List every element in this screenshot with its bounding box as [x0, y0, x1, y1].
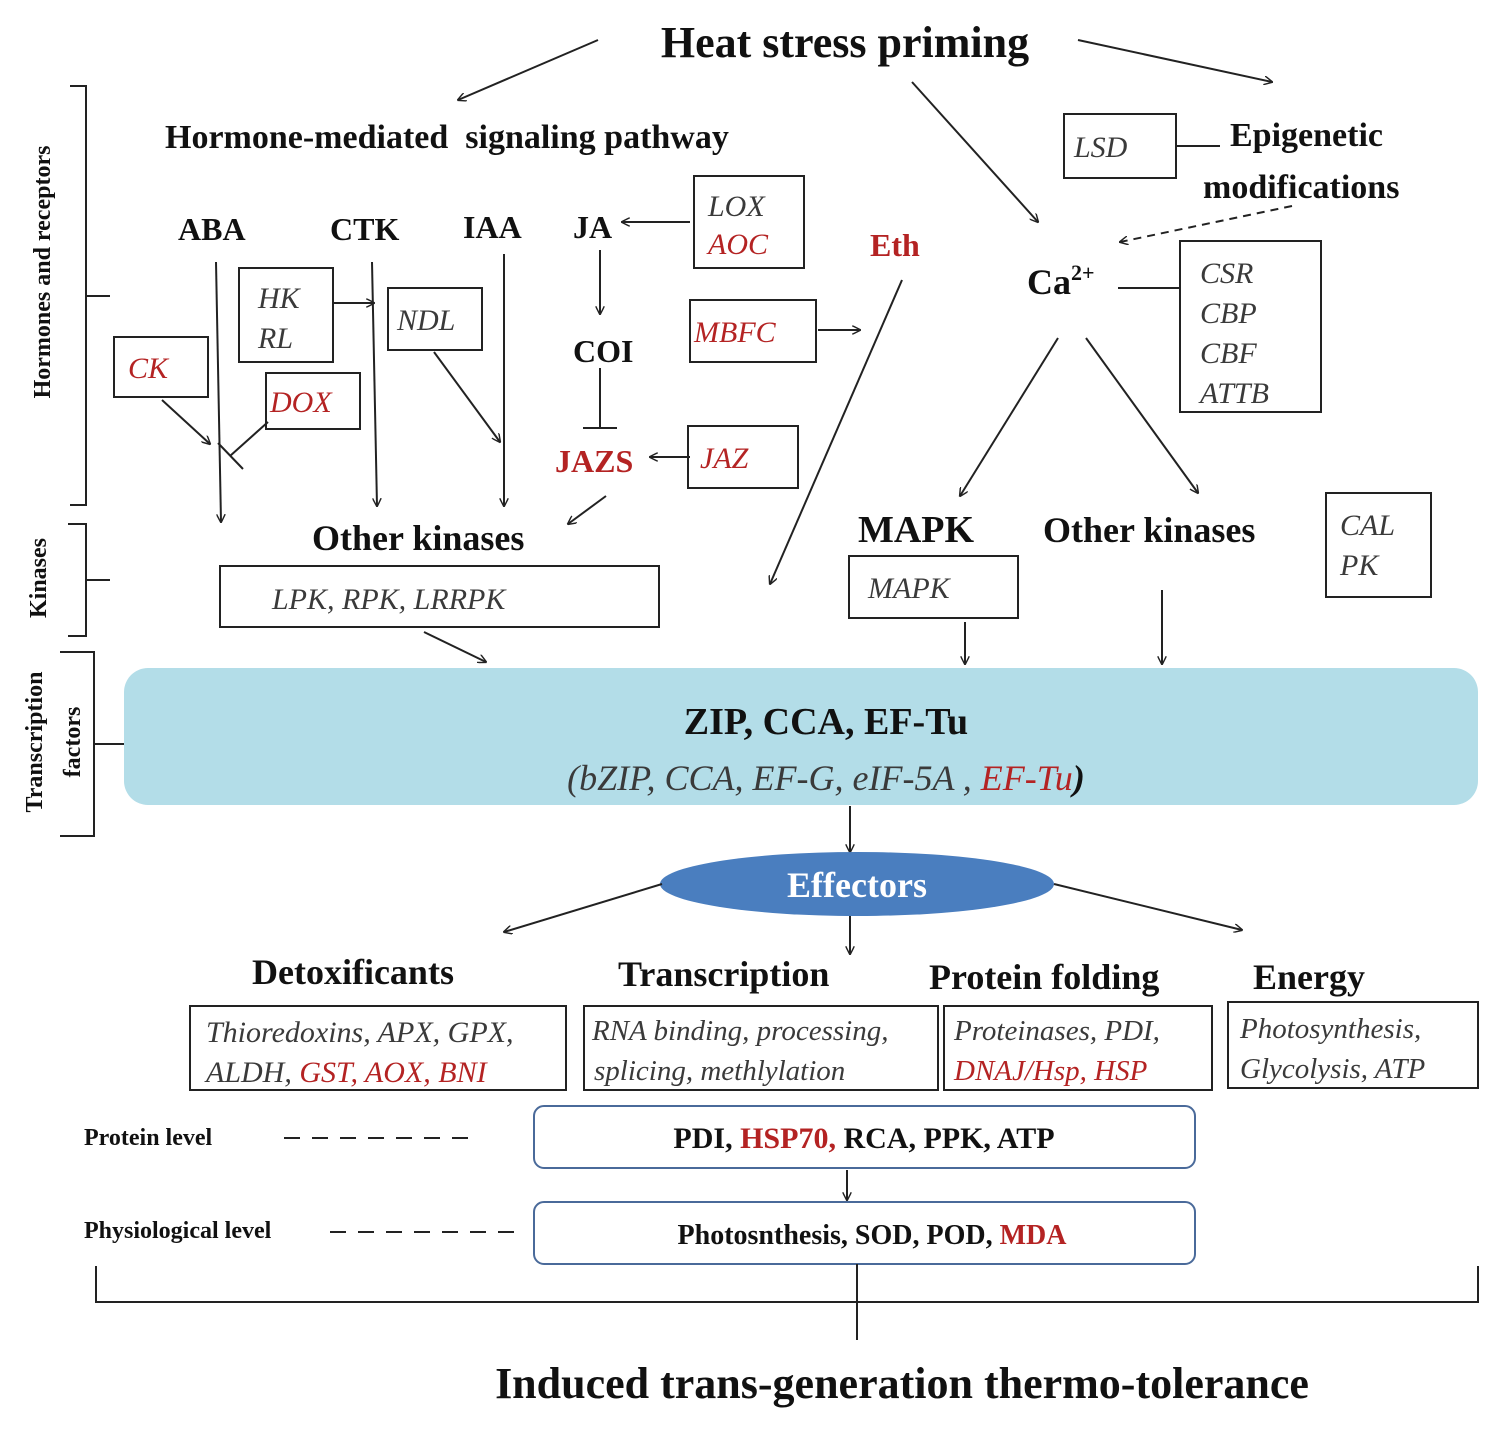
- epigenetic-heading-line2: modifications: [1203, 169, 1399, 206]
- arrow-effectors-to-energy: [1053, 883, 1242, 930]
- calcium-superscript: 2+: [1071, 260, 1095, 285]
- bottom-brace: [95, 1264, 1479, 1340]
- bracket-label-factors: factors: [60, 707, 86, 778]
- hormone-eth: Eth: [870, 227, 920, 263]
- transcription-line1: RNA binding, processing,: [591, 1015, 888, 1047]
- detox-line1: Thioredoxins, APX, GPX,: [206, 1016, 513, 1049]
- gene-mapk: MAPK: [867, 572, 952, 605]
- gene-rl: RL: [257, 322, 293, 355]
- box-physiological-level: [533, 1201, 1196, 1265]
- folding-line2: DNAJ/Hsp, HSP: [953, 1055, 1147, 1087]
- transcription-factor-band: [124, 668, 1478, 805]
- arrow-ndl-to-iaa: [433, 351, 500, 442]
- transcription-line2: splicing, methlylation: [594, 1055, 845, 1087]
- box-dox: [265, 372, 361, 430]
- other-kinases-right-label: Other kinases: [1043, 510, 1255, 550]
- box-calcium-genes: [1179, 240, 1322, 413]
- hormone-iaa: IAA: [463, 209, 522, 245]
- hormone-pathway-heading: Hormone-mediated signaling pathway: [165, 119, 729, 156]
- inhibit-dox-aba: [217, 421, 269, 470]
- category-detoxificants: Detoxificants: [252, 952, 454, 992]
- protein-level-label: Protein level: [84, 1125, 213, 1151]
- category-energy: Energy: [1253, 957, 1365, 997]
- protein-level-values: PDI, HSP70, RCA, PPK, ATP: [673, 1122, 1054, 1155]
- gene-mbfc: MBFC: [693, 316, 777, 349]
- arrow-to-hormone: [458, 39, 599, 100]
- gene-cbp: CBP: [1200, 297, 1257, 330]
- arrow-ck-to-aba: [161, 399, 210, 444]
- gene-ck: CK: [128, 352, 170, 385]
- hormone-coi: COI: [573, 333, 633, 369]
- box-ck: [113, 336, 209, 398]
- bracket-label-hormones: Hormones and receptors: [30, 146, 56, 399]
- mapk-label: MAPK: [858, 509, 975, 551]
- effectors-label: Effectors: [787, 865, 927, 905]
- effectors-ellipse: [660, 852, 1054, 916]
- gene-hk: HK: [257, 282, 302, 315]
- folding-line1: Proteinases, PDI,: [953, 1015, 1160, 1047]
- arrow-kinases-to-tf: [423, 631, 486, 662]
- hormone-aba: ABA: [178, 211, 246, 247]
- arrow-calcium-to-other-kinases: [1085, 337, 1198, 493]
- tf-genes: (bZIP, CCA, EF-G, eIF-5A , EF-Tu): [567, 758, 1085, 798]
- gene-lsd: LSD: [1073, 131, 1128, 164]
- box-energy: [1227, 1001, 1479, 1089]
- genes-lpk-rpk-lrrpk: LPK, RPK, LRRPK: [271, 583, 507, 616]
- box-transcription: [583, 1005, 939, 1091]
- gene-dox: DOX: [269, 386, 333, 419]
- bracket-transcription-factors: [60, 651, 128, 837]
- detox-line2: ALDH, GST, AOX, BNI: [204, 1056, 489, 1089]
- hormone-ctk: CTK: [330, 211, 399, 247]
- energy-line1: Photosynthesis,: [1239, 1013, 1421, 1045]
- arrow-eth-down: [770, 279, 903, 584]
- box-mapk: [848, 555, 1019, 619]
- bracket-hormones: [70, 85, 110, 506]
- gene-attb: ATTB: [1198, 377, 1269, 410]
- category-transcription: Transcription: [618, 954, 829, 994]
- hormone-ja: JA: [573, 209, 612, 245]
- arrow-jazs-to-kinases: [568, 495, 607, 524]
- arrow-ctk-down: [371, 261, 377, 506]
- gene-cal: CAL: [1340, 509, 1395, 542]
- outcome-title: Induced trans-generation thermo-toleranc…: [495, 1359, 1309, 1408]
- bracket-label-transcription: Transcription: [22, 672, 48, 813]
- box-protein-level: [533, 1105, 1196, 1169]
- box-lox-aoc: [693, 175, 805, 269]
- inhibit-coi-jazs: [583, 368, 617, 429]
- arrow-effectors-to-detox: [504, 883, 663, 932]
- physiological-level-label: Physiological level: [84, 1218, 272, 1244]
- gene-csr: CSR: [1200, 257, 1253, 290]
- gene-ndl: NDL: [396, 304, 455, 337]
- box-cal-pk: [1325, 492, 1432, 598]
- calcium-ion: Ca2+: [1027, 260, 1095, 302]
- gene-cbf: CBF: [1200, 337, 1257, 370]
- diagram-title: Heat stress priming: [661, 18, 1029, 67]
- bracket-label-kinases: Kinases: [26, 538, 52, 618]
- category-protein-folding: Protein folding: [929, 957, 1159, 997]
- box-detoxificants: [189, 1005, 567, 1091]
- bracket-kinases: [68, 523, 110, 637]
- gene-lox: LOX: [707, 190, 766, 223]
- tf-title: ZIP, CCA, EF-Tu: [684, 701, 968, 743]
- box-kinases-left: [219, 565, 660, 628]
- arrow-to-calcium: [911, 81, 1038, 222]
- energy-line2: Glycolysis, ATP: [1240, 1053, 1425, 1085]
- epigenetic-heading-line1: Epigenetic: [1230, 117, 1383, 154]
- box-jaz: [687, 425, 799, 489]
- physiological-level-values: Photosnthesis, SOD, POD, MDA: [678, 1220, 1068, 1251]
- arrow-aba-down: [215, 261, 221, 522]
- box-hk-rl: [238, 267, 334, 363]
- other-kinases-left-label: Other kinases: [312, 518, 524, 558]
- gene-pk: PK: [1339, 549, 1380, 582]
- arrow-to-epigenetic: [1077, 39, 1272, 82]
- gene-aoc: AOC: [706, 228, 769, 261]
- arrow-epigenetic-to-calcium: [1120, 205, 1293, 242]
- hormone-jazs: JAZS: [555, 443, 633, 479]
- box-mbfc: [689, 299, 817, 363]
- arrow-calcium-to-mapk: [960, 337, 1059, 496]
- box-ndl: [387, 287, 483, 351]
- gene-jaz: JAZ: [700, 442, 749, 475]
- box-protein-folding: [943, 1005, 1213, 1091]
